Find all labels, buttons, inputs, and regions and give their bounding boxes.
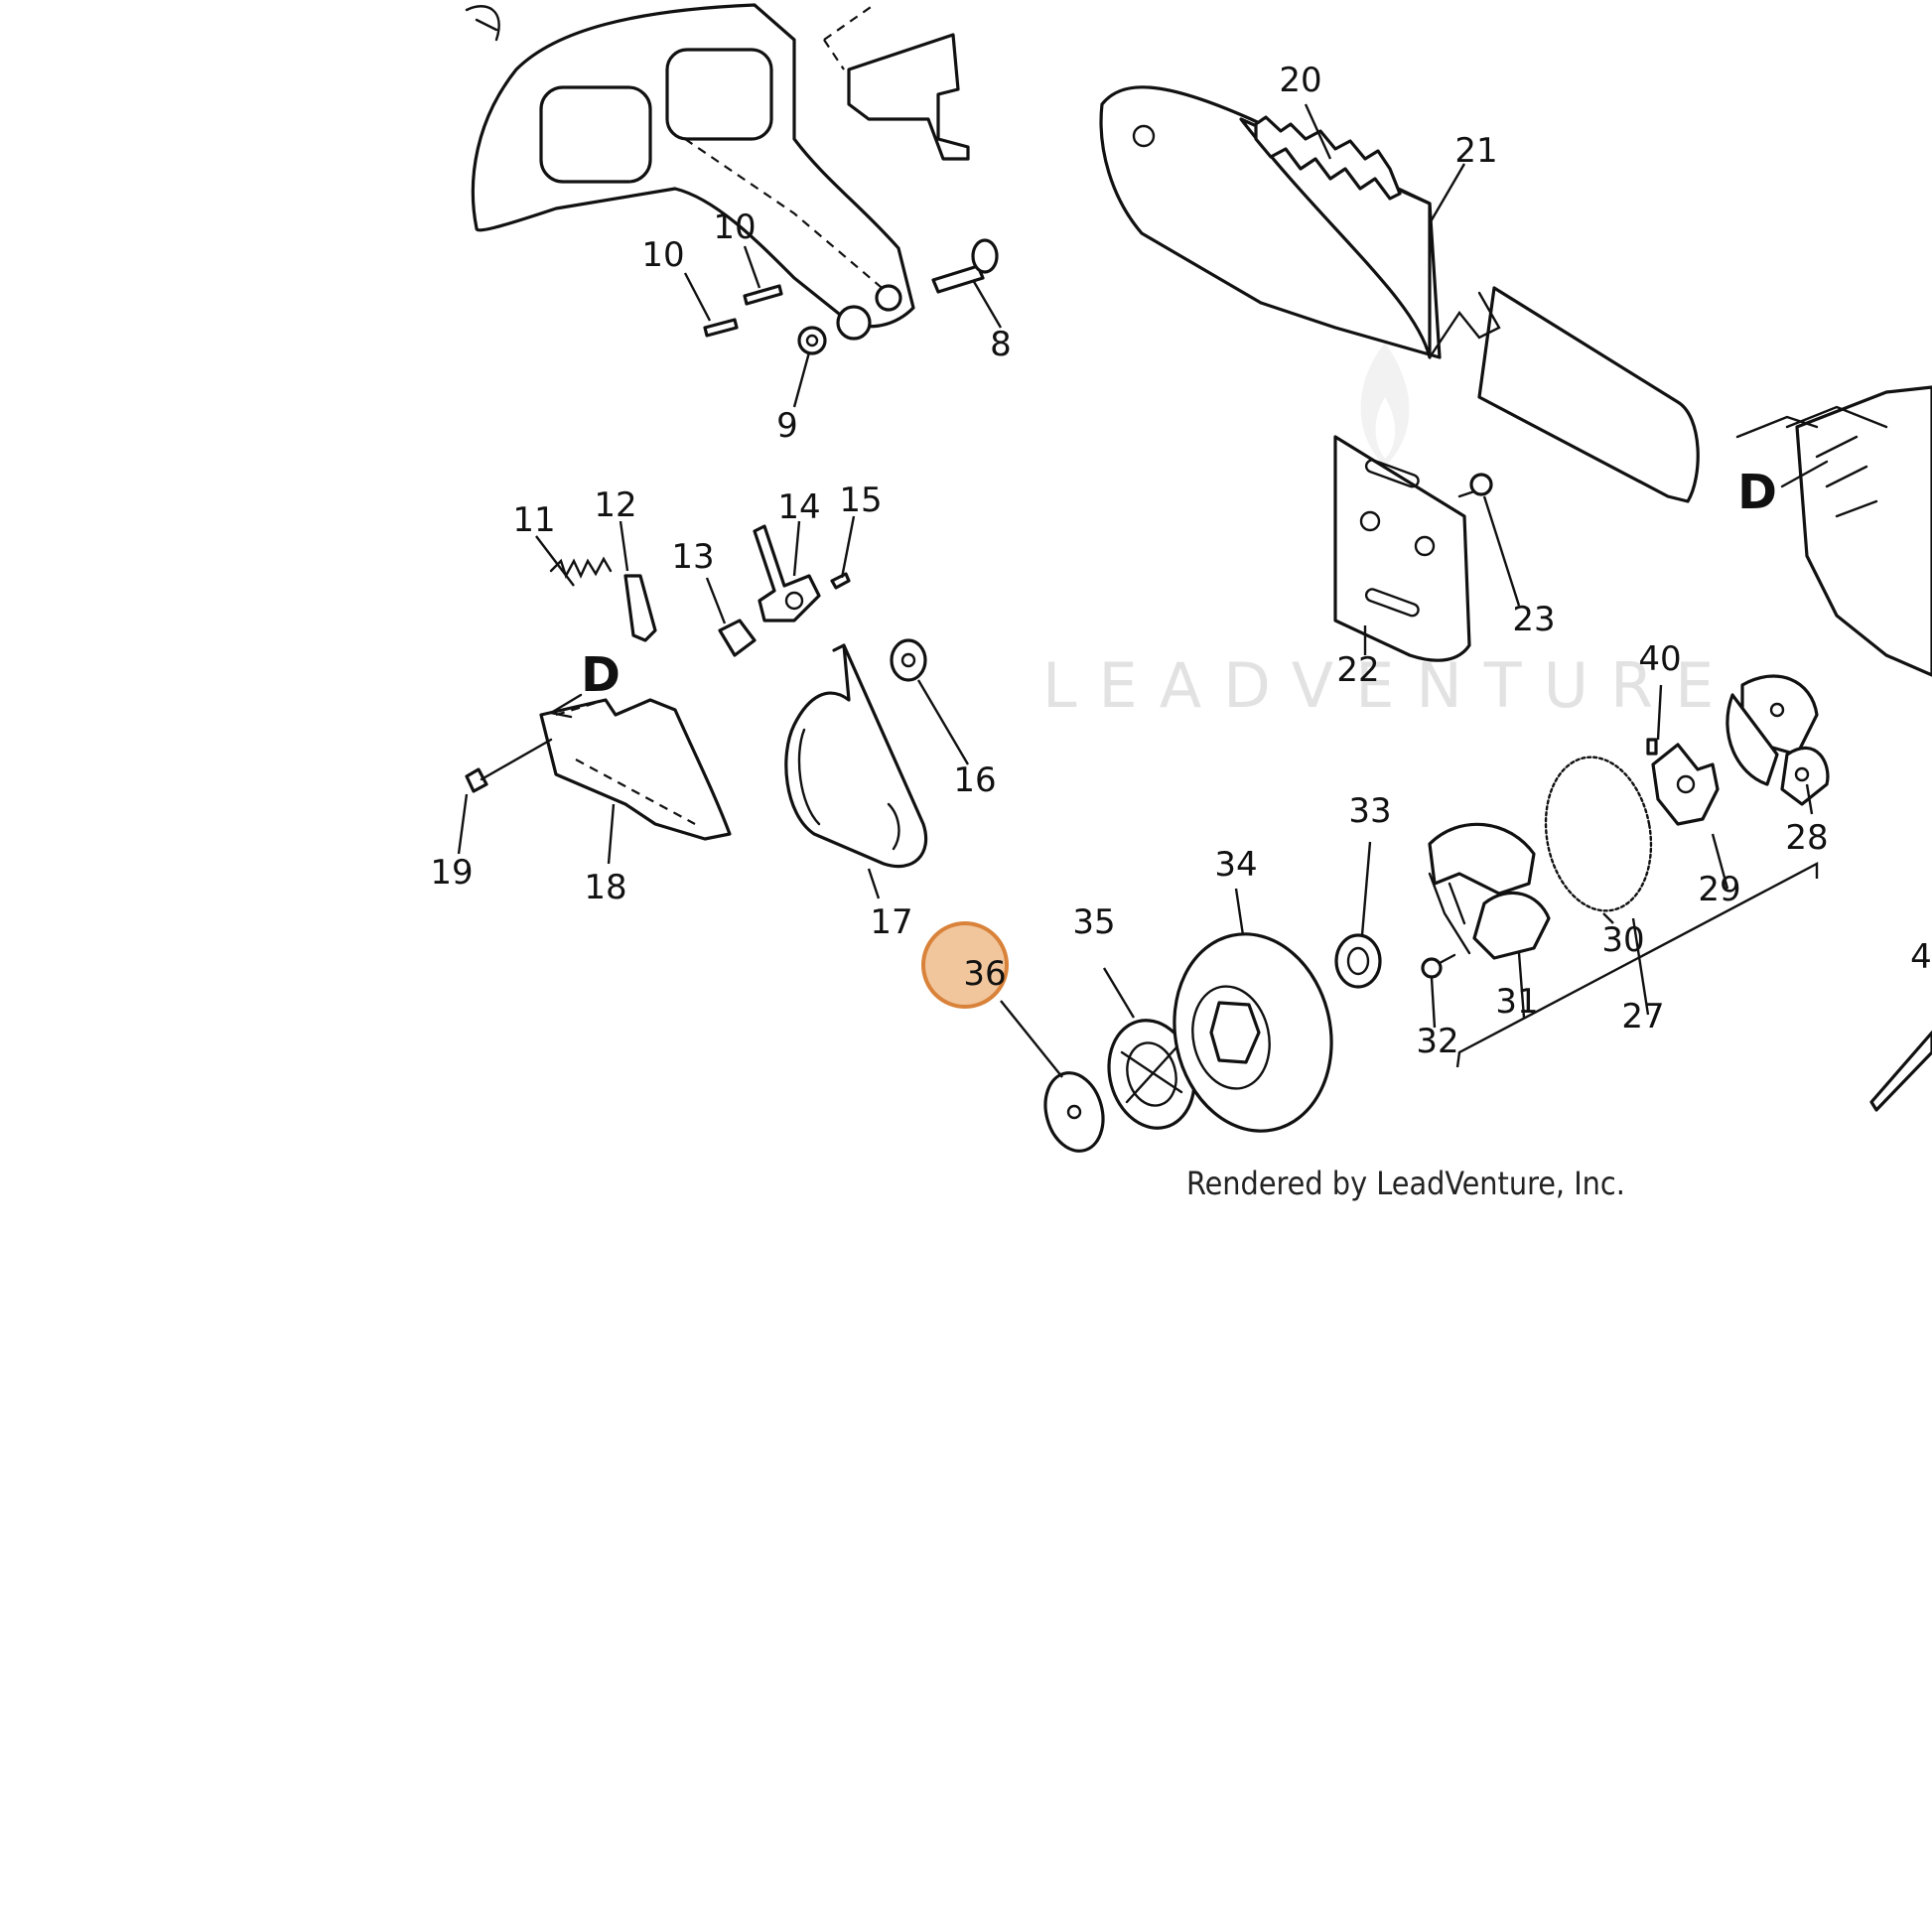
screw-19 xyxy=(465,738,553,793)
clutch-spring-30 xyxy=(1544,756,1653,912)
selected-callout-highlight[interactable] xyxy=(921,921,1009,1009)
sprocket-35 xyxy=(1107,1019,1196,1130)
callout-27[interactable]: 27 xyxy=(1621,997,1664,1036)
callout-21[interactable]: 21 xyxy=(1454,131,1497,171)
saw-chain xyxy=(1254,115,1402,201)
callout-9[interactable]: 9 xyxy=(776,406,798,446)
callout-23[interactable]: 23 xyxy=(1512,600,1555,639)
callout-18[interactable]: 18 xyxy=(584,868,626,907)
callout-12[interactable]: 12 xyxy=(594,485,636,525)
callout-35[interactable]: 35 xyxy=(1072,902,1115,942)
brake-lever-14 xyxy=(753,524,821,622)
screw-8 xyxy=(931,238,999,294)
callout-19[interactable]: 19 xyxy=(430,853,473,893)
clutch-plates-28 xyxy=(1725,674,1830,806)
nut-9 xyxy=(797,326,827,355)
callout-4-partial[interactable]: 4 xyxy=(1910,937,1932,977)
callout-16[interactable]: 16 xyxy=(953,760,996,800)
ref-mark-d-left: D xyxy=(581,647,621,703)
ref-mark-d-right: D xyxy=(1737,465,1777,520)
spring-11 xyxy=(549,556,613,580)
pin-10b xyxy=(743,284,783,306)
brake-band-17 xyxy=(784,643,928,869)
callout-36[interactable]: 36 xyxy=(963,954,1006,994)
cover-18 xyxy=(539,698,732,841)
pin-15 xyxy=(830,572,851,590)
callout-30[interactable]: 30 xyxy=(1601,920,1644,960)
callout-28[interactable]: 28 xyxy=(1785,818,1828,858)
callout-11[interactable]: 11 xyxy=(512,500,555,540)
render-credit: Rendered by LeadVenture, Inc. xyxy=(1186,1165,1625,1202)
clip-40 xyxy=(1646,738,1658,756)
callout-32[interactable]: 32 xyxy=(1416,1022,1458,1061)
callout-40[interactable]: 40 xyxy=(1638,639,1681,679)
callout-34[interactable]: 34 xyxy=(1214,845,1257,885)
bushing-16 xyxy=(890,638,927,682)
callout-33[interactable]: 33 xyxy=(1348,791,1391,831)
callout-14[interactable]: 14 xyxy=(777,487,820,527)
lever-12 xyxy=(623,574,657,642)
callout-22[interactable]: 22 xyxy=(1336,650,1379,690)
ref-arrow-d-left xyxy=(547,693,583,719)
watermark-flame-icon xyxy=(1360,343,1410,467)
right-engine-assembly xyxy=(1735,385,1932,1112)
ref-arrow-d-right xyxy=(1780,460,1829,488)
chain-brake-handle xyxy=(465,3,915,341)
screw-23 xyxy=(1457,473,1493,498)
clutch-hub-29 xyxy=(1651,743,1720,826)
bar-plate-22 xyxy=(1333,435,1471,662)
callout-29[interactable]: 29 xyxy=(1698,870,1740,909)
washer-36 xyxy=(1043,1071,1105,1153)
clutch-shoes-31 xyxy=(1428,822,1551,960)
callout-31[interactable]: 31 xyxy=(1495,982,1538,1022)
callout-17[interactable]: 17 xyxy=(870,902,912,942)
needle-bearing-33 xyxy=(1334,933,1382,989)
collar-13 xyxy=(718,619,757,657)
screw-32 xyxy=(1421,953,1456,979)
callout-8[interactable]: 8 xyxy=(990,325,1012,364)
watermark-text: LEADVENTURE xyxy=(1042,649,1735,722)
callout-20[interactable]: 20 xyxy=(1279,61,1321,100)
callout-15[interactable]: 15 xyxy=(839,481,882,520)
pin-10a xyxy=(703,318,739,338)
callout-10a[interactable]: 10 xyxy=(641,235,684,275)
callout-10b[interactable]: 10 xyxy=(713,207,756,247)
brake-bracket xyxy=(823,4,970,161)
clutch-drum-34 xyxy=(1173,932,1333,1133)
callout-13[interactable]: 13 xyxy=(671,537,714,577)
leader-lines xyxy=(457,103,1814,1078)
